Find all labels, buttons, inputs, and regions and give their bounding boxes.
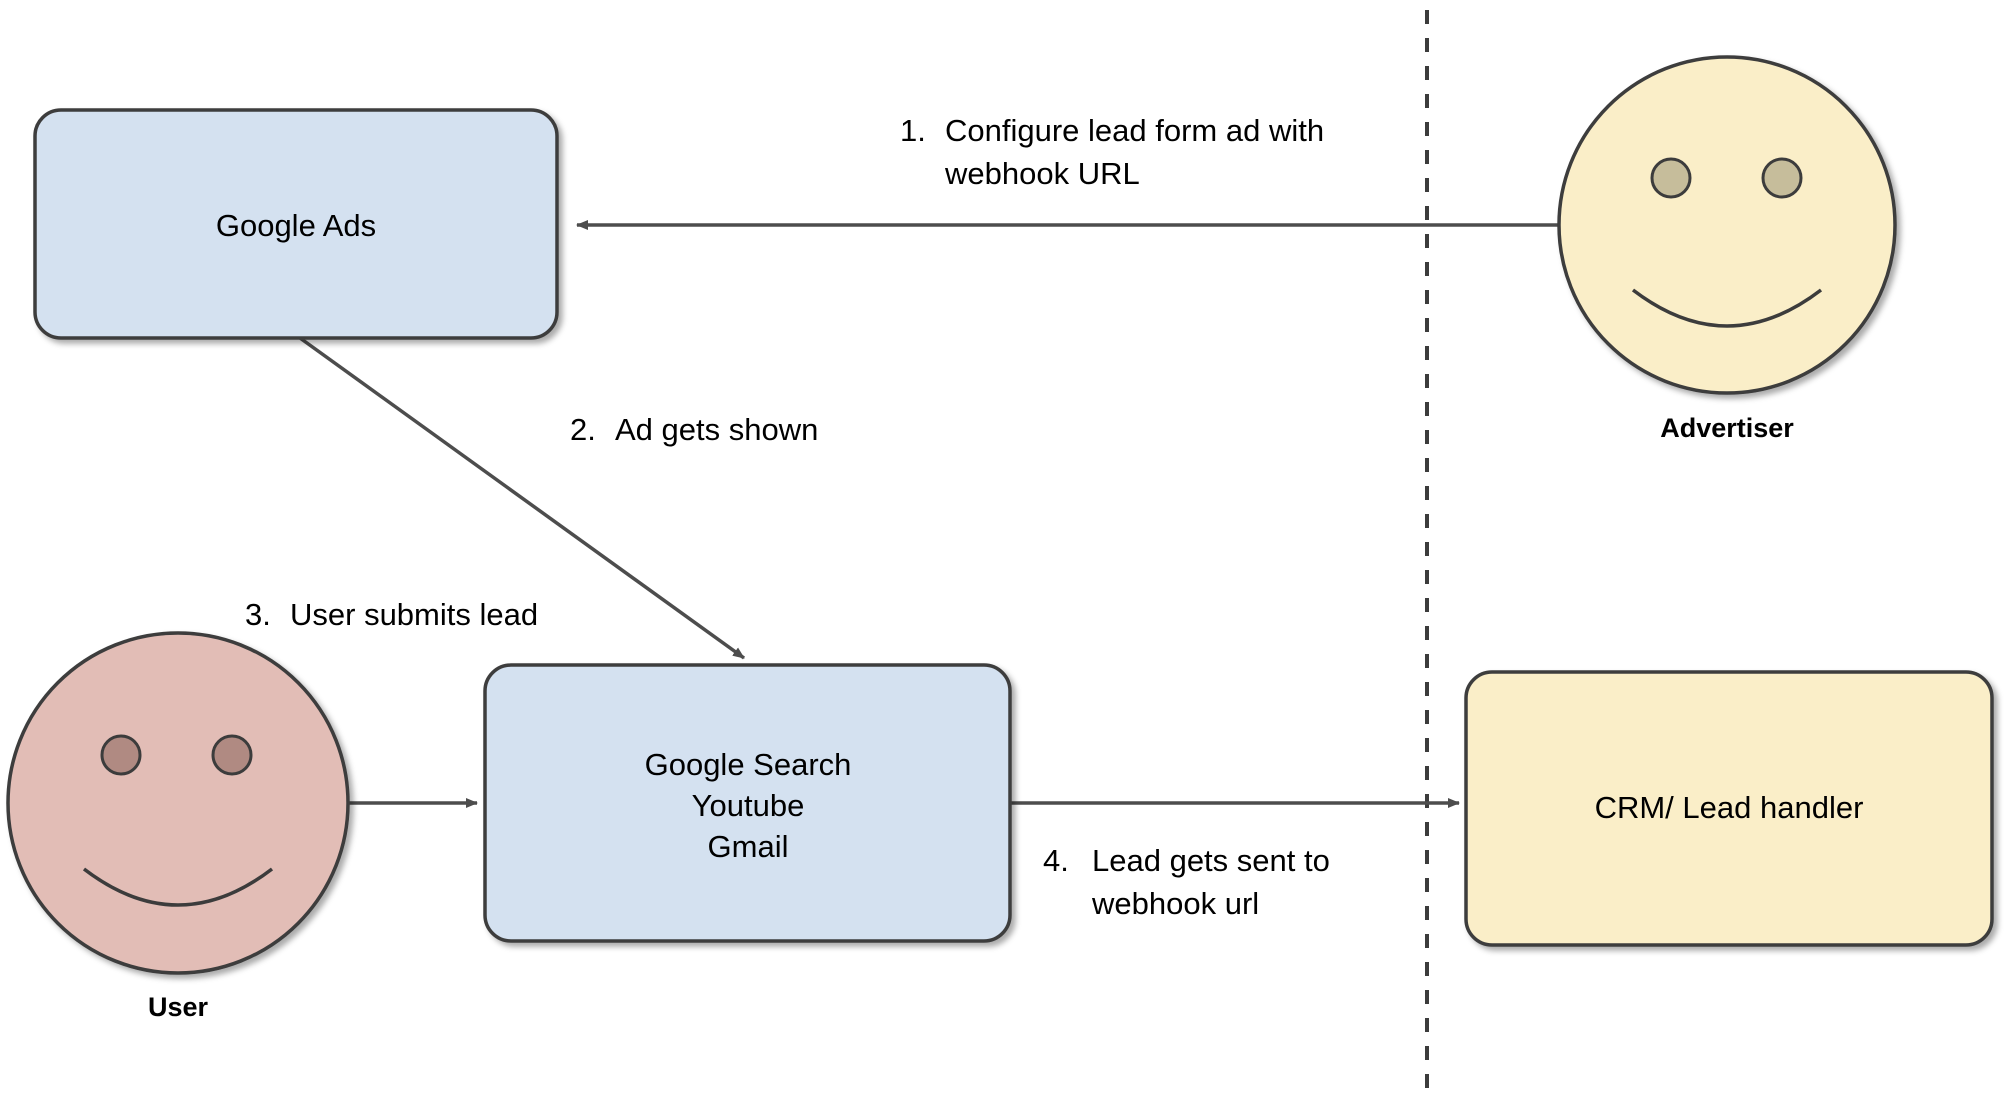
crm-lead-handler-box[interactable] (1464, 670, 1994, 947)
user-right-eye-icon (211, 734, 253, 776)
google-ads-label: Google Ads (216, 208, 376, 243)
advertiser-face-icon[interactable] (1557, 55, 1897, 395)
user-face-icon[interactable] (6, 631, 350, 975)
edge-label-4: 4. Lead gets sent to webhook url (1043, 843, 1330, 921)
edge-label-2-line-1: Ad gets shown (615, 412, 818, 447)
advertiser-caption: Advertiser (1660, 413, 1794, 443)
node-crm-lead-handler[interactable]: CRM/ Lead handler (1464, 670, 1994, 947)
edge-label-3-line-1: User submits lead (290, 597, 538, 632)
edge-label-1-line-1: Configure lead form ad with (945, 113, 1324, 148)
google-properties-box[interactable] (483, 663, 1012, 943)
user-left-eye-icon (100, 734, 142, 776)
edge-label-2: 2. Ad gets shown (570, 412, 818, 447)
advertiser-left-eye-icon (1650, 157, 1692, 199)
node-google-ads[interactable]: Google Ads (33, 108, 559, 340)
edge-label-3: 3. User submits lead (245, 597, 538, 632)
advertiser-smile-icon (1631, 288, 1823, 328)
edge-label-3-number: 3. (245, 597, 271, 632)
edge-ad-gets-shown (298, 336, 746, 660)
edge-label-4-number: 4. (1043, 843, 1069, 878)
edge-label-4-line-1: Lead gets sent to (1092, 843, 1330, 878)
edge-label-2-number: 2. (570, 412, 596, 447)
user-caption: User (148, 992, 209, 1022)
google-properties-line-3: Gmail (708, 829, 789, 864)
advertiser-right-eye-icon (1761, 157, 1803, 199)
edge-label-4-line-2: webhook url (1091, 886, 1259, 921)
google-properties-line-2: Youtube (692, 788, 805, 823)
actor-user[interactable]: User (6, 631, 350, 1022)
crm-lead-handler-label: CRM/ Lead handler (1595, 790, 1864, 825)
edge-label-1-line-2: webhook URL (944, 156, 1140, 191)
edge-label-1-number: 1. (900, 113, 926, 148)
google-properties-line-1: Google Search (645, 747, 852, 782)
actor-advertiser[interactable]: Advertiser (1557, 55, 1897, 443)
user-smile-icon (82, 867, 274, 907)
edge-label-1: 1. Configure lead form ad with webhook U… (900, 113, 1324, 191)
node-google-properties[interactable]: Google Search Youtube Gmail (483, 663, 1012, 943)
google-ads-box[interactable] (33, 108, 559, 340)
